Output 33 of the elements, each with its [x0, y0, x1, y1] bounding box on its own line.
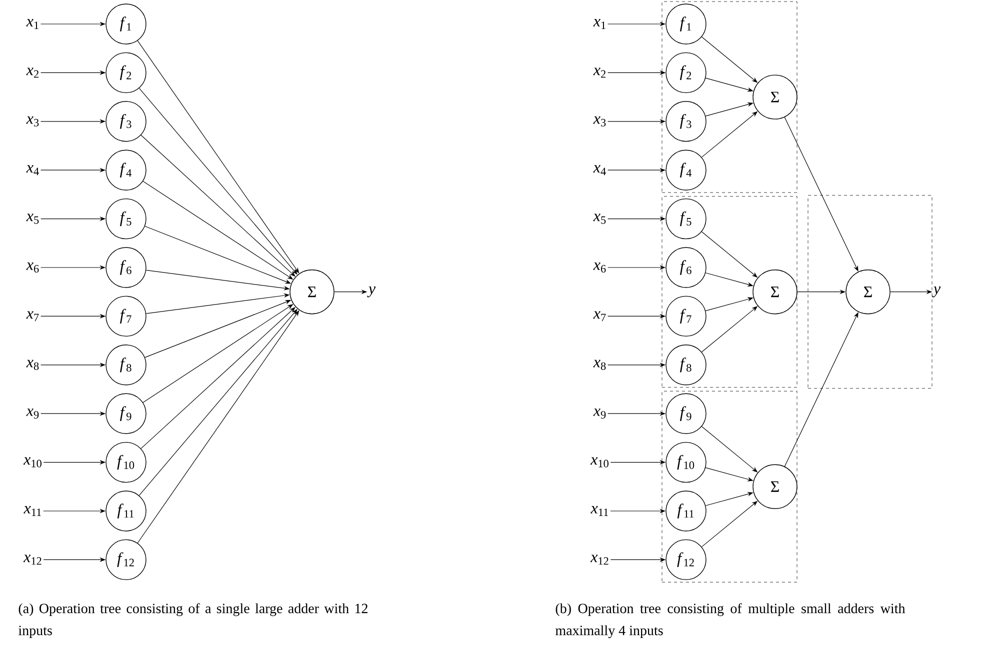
variable-label: x$_{11}$	[24, 506, 42, 516]
group-frame	[808, 195, 932, 389]
variable-label: x$_{5}$	[26, 214, 39, 224]
variable-label: x$_{7}$	[26, 311, 39, 322]
variable-label: x$_{12}$	[590, 554, 608, 565]
variable-label: y	[367, 286, 376, 298]
variable-label: x$_{4}$	[26, 165, 39, 176]
caption: (b) Operation tree consisting of multiple small adders with maximally 4 inputs	[556, 603, 906, 638]
variable-label: x$_{5}$	[593, 214, 606, 224]
variable-label: y	[932, 286, 941, 298]
variable-label: x$_{6}$	[593, 262, 606, 273]
variable-label: x$_{9}$	[26, 408, 39, 419]
variable-label: x$_{8}$	[593, 360, 606, 370]
group-frame	[662, 196, 798, 388]
variable-label: x$_{3}$	[593, 116, 606, 126]
variable-label: x$_{2}$	[26, 68, 38, 78]
variable-label: x$_{4}$	[593, 165, 606, 176]
variable-label: x$_{1}$	[26, 19, 38, 29]
variable-label: x$_{3}$	[26, 116, 39, 126]
variable-label: x$_{2}$	[593, 68, 606, 78]
variable-label: x$_{1}$	[593, 19, 606, 29]
variable-label: x$_{10}$	[23, 457, 42, 468]
variable-label: x$_{11}$	[590, 506, 608, 516]
variable-label: x$_{10}$	[590, 457, 608, 468]
variable-label: x$_{9}$	[593, 408, 606, 419]
group-frame	[662, 390, 798, 582]
variable-label: x$_{6}$	[26, 262, 39, 273]
variable-label: x$_{8}$	[26, 360, 39, 370]
caption: (a) Operation tree consisting of a single large adder with 12 inputs	[18, 603, 368, 638]
variable-label: x$_{7}$	[593, 311, 606, 322]
variable-label: x$_{12}$	[23, 554, 42, 565]
arrow	[137, 40, 300, 274]
group-frame	[662, 1, 798, 193]
